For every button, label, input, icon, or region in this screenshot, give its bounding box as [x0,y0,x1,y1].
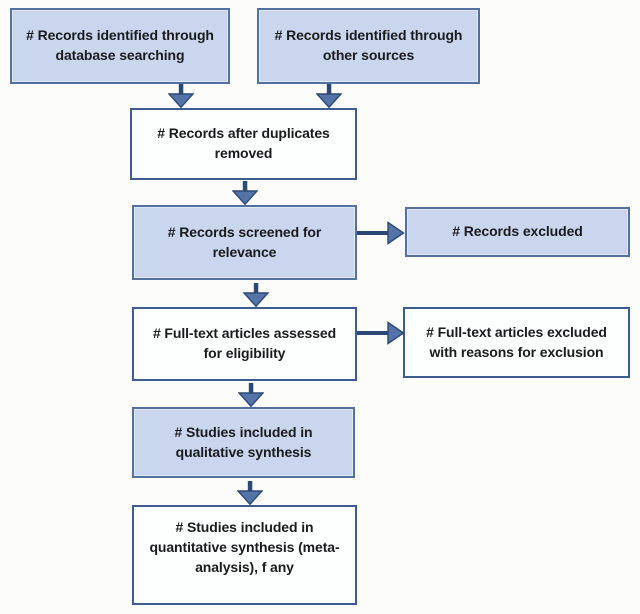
box-fulltext-assessed-label: # Full-text articles assessed for eligib… [152,325,337,361]
box-duplicates-removed: # Records after duplicates removed [130,108,357,180]
box-identified-other: # Records identified through other sourc… [257,8,480,84]
box-records-excluded: # Records excluded [405,207,630,257]
box-fulltext-assessed: # Full-text articles assessed for eligib… [132,307,357,381]
arrow-screened-to-excluded-icon [357,221,405,245]
arrow-fulltext-to-ftexcluded-icon [357,321,405,345]
box-qualitative-synthesis-label: # Studies included in qualitative synthe… [174,423,313,460]
box-screened: # Records screened for relevance [132,205,357,280]
arrow-other-to-duplicates-icon [316,84,342,108]
arrow-qualitative-to-quantitative-icon [237,481,263,505]
box-quantitative-synthesis-label: # Studies included in quantitative synth… [149,519,340,575]
box-fulltext-excluded-label: # Full-text articles excluded with reaso… [426,323,607,360]
arrow-duplicates-to-screened-icon [232,181,258,205]
box-quantitative-synthesis: # Studies included in quantitative synth… [132,505,357,605]
box-duplicates-removed-label: # Records after duplicates removed [157,125,330,161]
arrow-screened-to-fulltext-icon [243,283,269,307]
box-screened-label: # Records screened for relevance [167,223,322,260]
box-qualitative-synthesis: # Studies included in qualitative synthe… [132,407,355,478]
arrow-fulltext-to-qualitative-icon [238,383,264,407]
box-records-excluded-label: # Records excluded [452,223,583,240]
box-identified-other-label: # Records identified through other sourc… [274,27,463,63]
box-fulltext-excluded: # Full-text articles excluded with reaso… [403,307,630,378]
arrow-database-to-duplicates-icon [168,84,194,108]
box-identified-database: # Records identified through database se… [10,8,230,84]
box-identified-database-label: # Records identified through database se… [26,27,214,63]
